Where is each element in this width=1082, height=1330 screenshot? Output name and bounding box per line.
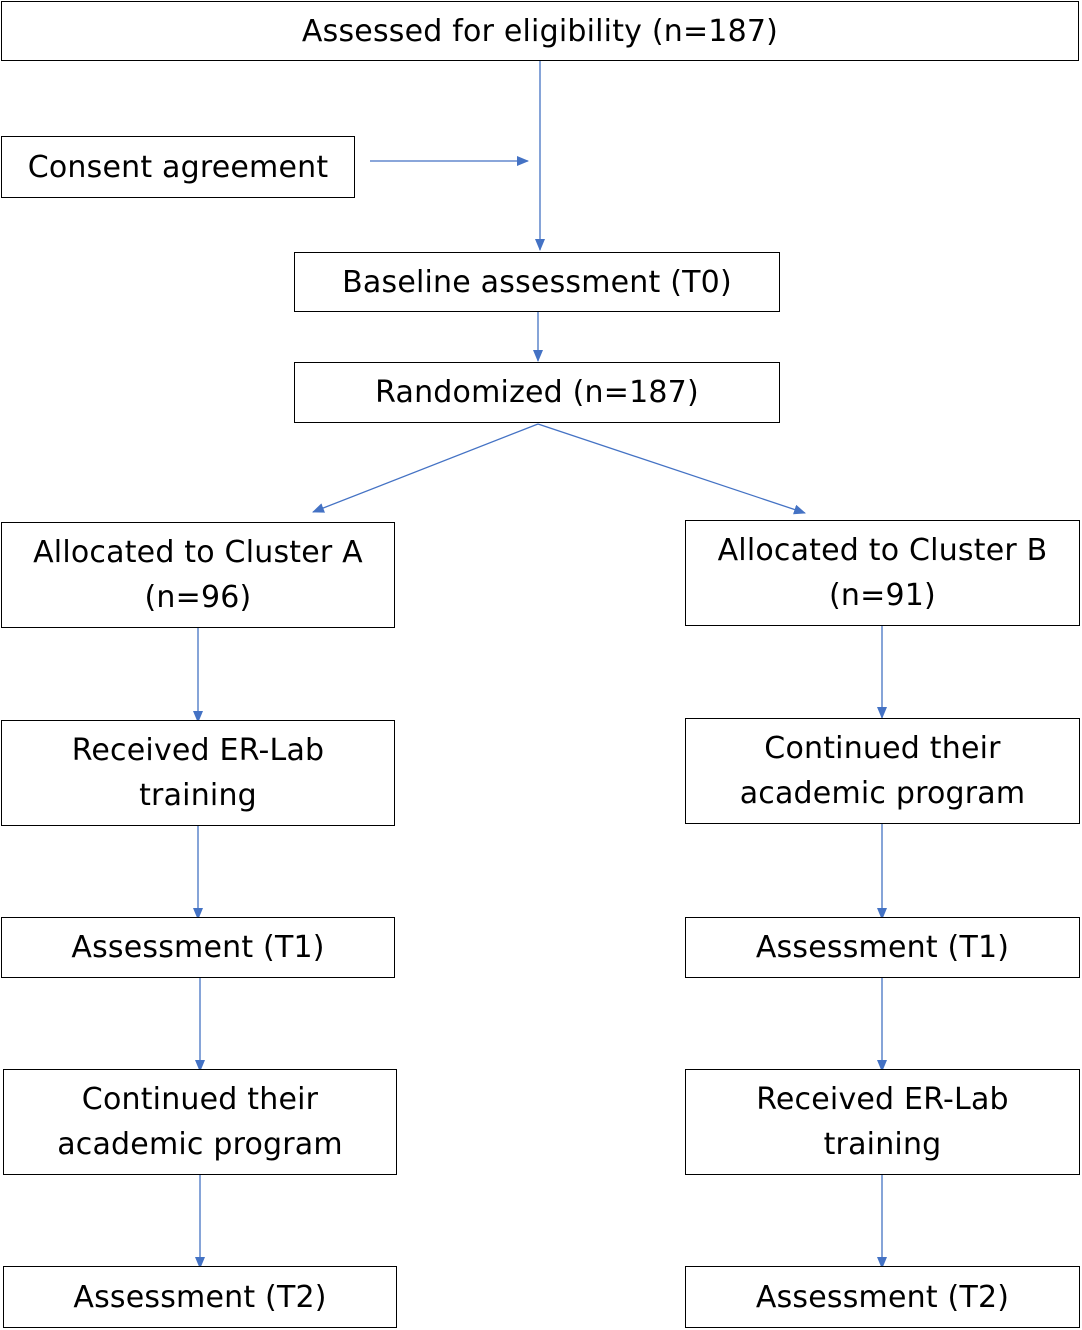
- arrow-randomized-to-cluster-b: [537, 423, 806, 515]
- cluster-a-assessment-t2-box: Assessment (T2): [3, 1266, 397, 1328]
- cluster-b-assessment-t2-box: Assessment (T2): [685, 1266, 1080, 1328]
- cluster-b-training-box: Received ER-Lab training: [685, 1069, 1080, 1175]
- randomized-box: Randomized (n=187): [294, 362, 780, 423]
- cluster-a-allocation-box: Allocated to Cluster A (n=96): [1, 522, 395, 628]
- baseline-box: Baseline assessment (T0): [294, 252, 780, 312]
- eligibility-box: Assessed for eligibility (n=187): [1, 1, 1079, 61]
- cluster-a-academic-box: Continued their academic program: [3, 1069, 397, 1175]
- arrow-randomized-to-cluster-a: [312, 423, 539, 513]
- consent-box: Consent agreement: [1, 136, 355, 198]
- cluster-a-training-box: Received ER-Lab training: [1, 720, 395, 826]
- cluster-a-assessment-t1-box: Assessment (T1): [1, 917, 395, 978]
- cluster-b-allocation-box: Allocated to Cluster B (n=91): [685, 520, 1080, 626]
- cluster-b-academic-box: Continued their academic program: [685, 718, 1080, 824]
- cluster-b-assessment-t1-box: Assessment (T1): [685, 917, 1080, 978]
